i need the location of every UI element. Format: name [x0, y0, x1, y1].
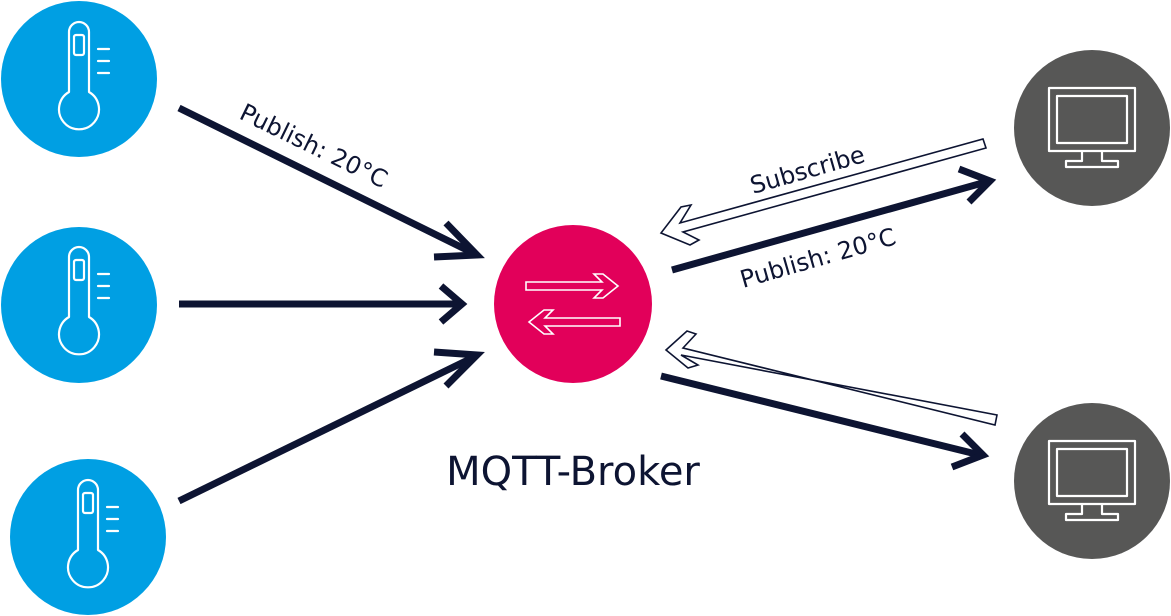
monitor-circle: [1014, 50, 1170, 206]
publish-arrow-2: [179, 283, 468, 325]
publish-out-arrow-1: [671, 165, 997, 274]
sensor-circle: [1, 1, 157, 157]
subscriber-monitor-1: [1014, 50, 1170, 206]
sensor-circle: [10, 459, 166, 615]
publisher-sensor-3: [10, 459, 166, 615]
publish-out-label: Publish: 20°C: [737, 223, 899, 294]
monitor-circle: [1014, 403, 1170, 559]
publisher-sensor-2: [1, 227, 157, 383]
broker-label: MQTT-Broker: [446, 449, 700, 495]
publish-arrow-3: [177, 348, 485, 505]
subscribe-arrow-1: [659, 138, 988, 246]
publisher-sensor-1: [1, 1, 157, 157]
subscribe-arrow-2: [664, 330, 998, 426]
publish-arrow-1: [177, 104, 485, 261]
sensor-circle: [1, 227, 157, 383]
publish-out-arrow-2: [660, 372, 990, 471]
mqtt-broker: [494, 225, 652, 383]
subscriber-monitor-2: [1014, 403, 1170, 559]
broker-circle: [494, 225, 652, 383]
exchange-arrows-icon: [525, 273, 621, 335]
